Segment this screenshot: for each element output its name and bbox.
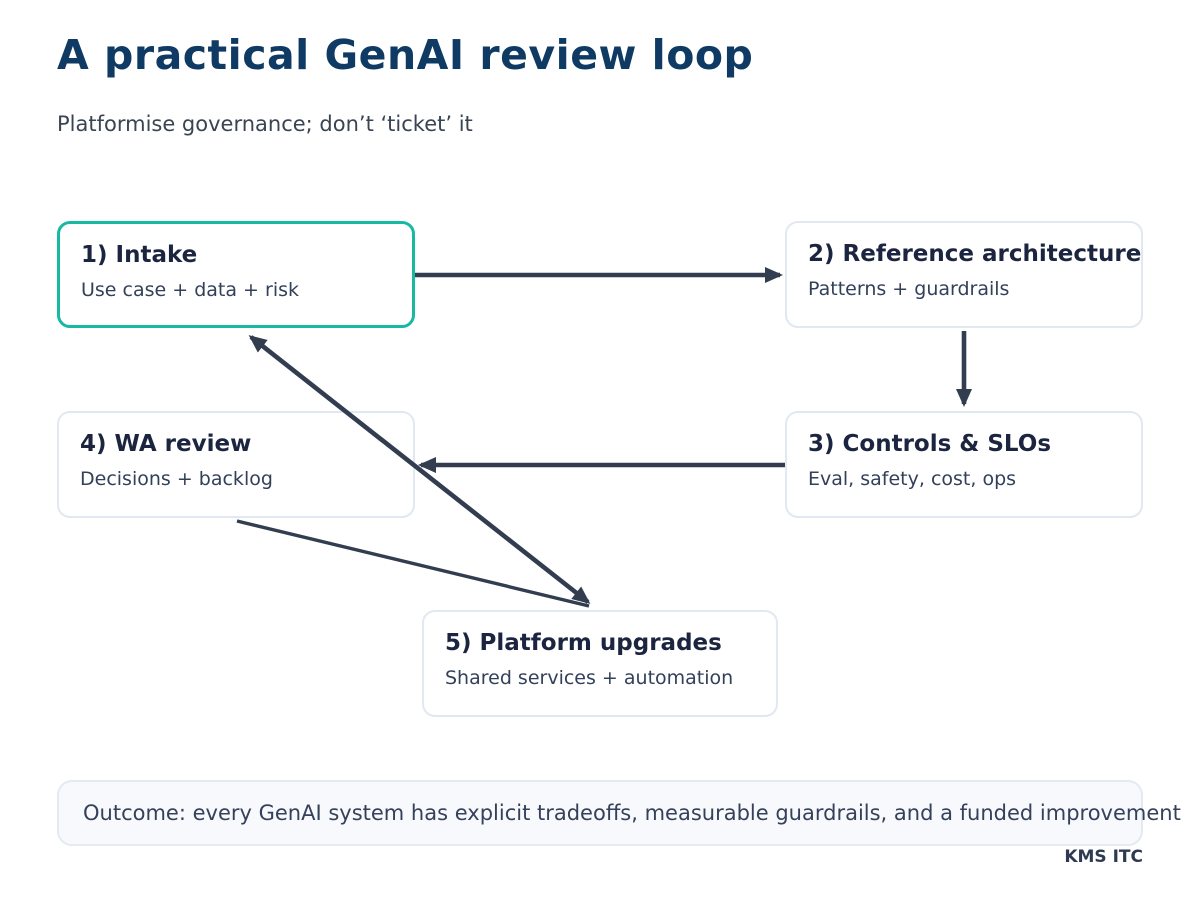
- node-platform-upgrades-subtitle: Shared services + automation: [445, 666, 734, 689]
- node-reference-architecture-subtitle: Patterns + guardrails: [808, 277, 1010, 300]
- node-wa-review-title: 4) WA review: [80, 431, 252, 457]
- node-reference-architecture-title: 2) Reference architecture: [808, 241, 1142, 267]
- node-wa-review: 4) WA review Decisions + backlog: [57, 411, 415, 518]
- node-controls-slos: 3) Controls & SLOs Eval, safety, cost, o…: [785, 411, 1143, 518]
- node-intake: 1) Intake Use case + data + risk: [57, 221, 415, 328]
- node-intake-subtitle: Use case + data + risk: [81, 278, 299, 301]
- outcome-text: Outcome: every GenAI system has explicit…: [83, 801, 1181, 825]
- arrow-wa-to-platform: [236, 519, 590, 608]
- node-controls-slos-subtitle: Eval, safety, cost, ops: [808, 467, 1017, 490]
- outcome-note: Outcome: every GenAI system has explicit…: [57, 780, 1181, 846]
- node-controls-slos-title: 3) Controls & SLOs: [808, 431, 1052, 457]
- page-subtitle: Platformise governance; don’t ‘ticket’ i…: [57, 112, 473, 136]
- footer-brand: KMS ITC: [1064, 847, 1143, 867]
- page-title: A practical GenAI review loop: [57, 31, 754, 79]
- node-platform-upgrades: 5) Platform upgrades Shared services + a…: [422, 610, 778, 717]
- node-intake-title: 1) Intake: [81, 242, 198, 268]
- node-wa-review-subtitle: Decisions + backlog: [80, 467, 273, 490]
- node-reference-architecture: 2) Reference architecture Patterns + gua…: [785, 221, 1143, 328]
- node-platform-upgrades-title: 5) Platform upgrades: [445, 630, 722, 656]
